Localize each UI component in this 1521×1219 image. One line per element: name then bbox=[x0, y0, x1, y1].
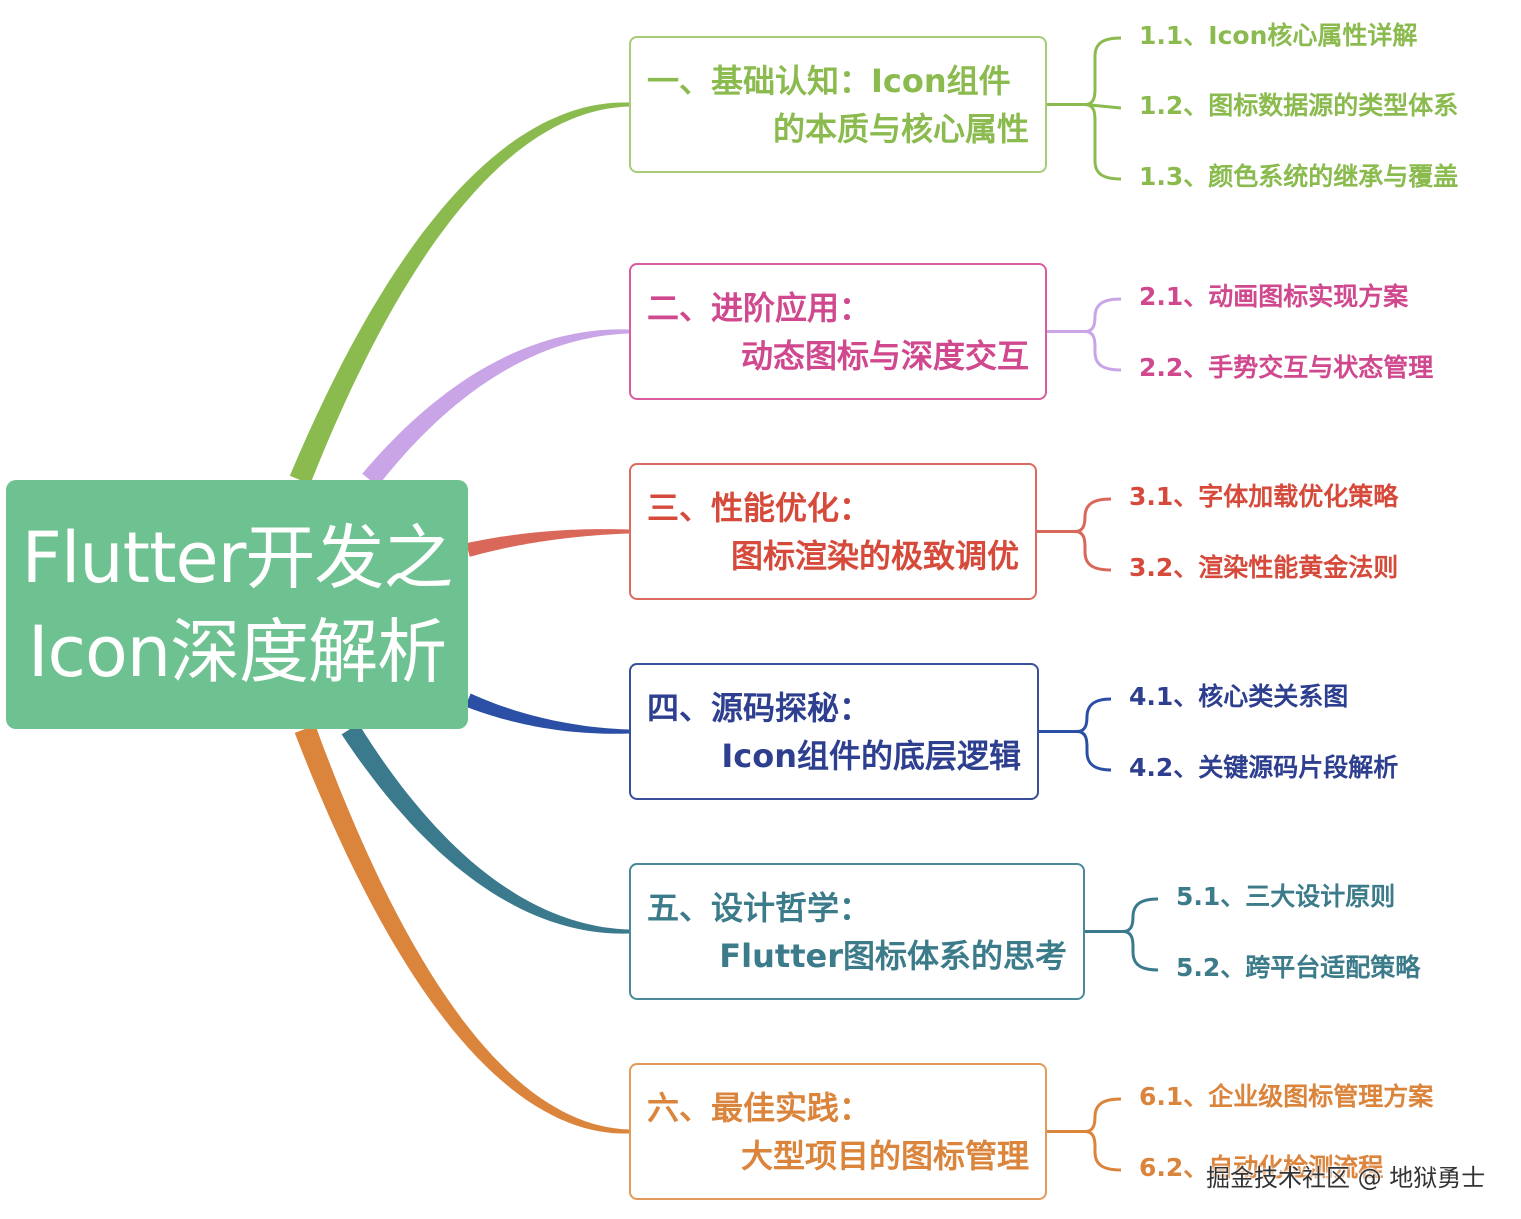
branch-title-line1: 一、基础认知：Icon组件 bbox=[647, 61, 1011, 100]
bracket-arm-2-1 bbox=[1084, 297, 1122, 333]
root-connector-6 bbox=[294, 725, 629, 1134]
bracket-arm-2-2 bbox=[1084, 330, 1122, 372]
leaf-node-2-2[interactable]: 2.2、手势交互与状态管理 bbox=[1139, 353, 1434, 382]
bracket-arm-6-2 bbox=[1084, 1130, 1122, 1172]
root-connector-2 bbox=[362, 329, 629, 487]
branch-node-6[interactable]: 六、最佳实践： 大型项目的图标管理 bbox=[629, 1063, 1047, 1200]
branch-node-3[interactable]: 三、性能优化： 图标渲染的极致调优 bbox=[629, 463, 1037, 600]
root-title-line1: Flutter开发之 bbox=[21, 516, 454, 599]
leaf-node-3-2[interactable]: 3.2、渲染性能黄金法则 bbox=[1129, 553, 1399, 582]
bracket-arm-3-1 bbox=[1074, 497, 1112, 533]
watermark: 掘金技术社区 @ 地狱勇士 bbox=[1206, 1164, 1486, 1192]
leaf-node-3-1[interactable]: 3.1、字体加载优化策略 bbox=[1129, 482, 1399, 511]
bracket-arm-3-2 bbox=[1074, 530, 1112, 572]
leaf-node-4-1[interactable]: 4.1、核心类关系图 bbox=[1129, 682, 1349, 711]
leaf-node-1-3[interactable]: 1.3、颜色系统的继承与覆盖 bbox=[1139, 162, 1459, 191]
branch-title-line1: 六、最佳实践： bbox=[647, 1088, 872, 1127]
branch-title-line2: Icon组件的底层逻辑 bbox=[721, 736, 1021, 775]
leaf-node-1-1[interactable]: 1.1、Icon核心属性详解 bbox=[1139, 21, 1418, 50]
bracket-arm-4-1 bbox=[1076, 697, 1112, 733]
branch-node-4[interactable]: 四、源码探秘： Icon组件的底层逻辑 bbox=[629, 663, 1039, 800]
bracket-arm-1-1 bbox=[1084, 36, 1122, 106]
root-node[interactable]: Flutter开发之 Icon深度解析 bbox=[6, 480, 468, 729]
branch-title-line1: 五、设计哲学： bbox=[647, 888, 872, 927]
root-connector-4 bbox=[465, 693, 629, 734]
branch-node-1[interactable]: 一、基础认知：Icon组件的本质与核心属性 bbox=[629, 36, 1047, 173]
branch-title-line2: 的本质与核心属性 bbox=[772, 109, 1029, 148]
root-connector-5 bbox=[341, 723, 629, 934]
leaf-node-6-1[interactable]: 6.1、企业级图标管理方案 bbox=[1139, 1082, 1434, 1111]
branch-title-line2: 动态图标与深度交互 bbox=[740, 336, 1029, 375]
leaf-node-5-1[interactable]: 5.1、三大设计原则 bbox=[1176, 882, 1396, 911]
bracket-arm-5-2 bbox=[1122, 930, 1159, 972]
bracket-arm-6-1 bbox=[1084, 1097, 1122, 1133]
root-connector-1 bbox=[289, 102, 629, 485]
bracket-arm-1-3 bbox=[1084, 103, 1122, 181]
branch-node-2[interactable]: 二、进阶应用： 动态图标与深度交互 bbox=[629, 263, 1047, 400]
bracket-arm-5-1 bbox=[1122, 897, 1159, 933]
leaf-node-2-1[interactable]: 2.1、动画图标实现方案 bbox=[1139, 282, 1409, 311]
branch-title-line2: 大型项目的图标管理 bbox=[740, 1136, 1029, 1175]
branch-title-line1: 二、进阶应用： bbox=[647, 288, 872, 327]
root-connector-3 bbox=[466, 529, 629, 557]
branch-title-line1: 四、源码探秘： bbox=[647, 688, 872, 727]
bracket-arm-4-2 bbox=[1076, 730, 1112, 772]
branch-node-5[interactable]: 五、设计哲学： Flutter图标体系的思考 bbox=[629, 863, 1085, 1000]
branch-title-line2: 图标渲染的极致调优 bbox=[730, 536, 1019, 575]
leaf-node-1-2[interactable]: 1.2、图标数据源的类型体系 bbox=[1139, 91, 1459, 120]
leaf-node-5-2[interactable]: 5.2、跨平台适配策略 bbox=[1176, 953, 1421, 982]
leaf-node-6-2[interactable]: 6.2、自动化检测流程 bbox=[1139, 1153, 1384, 1182]
root-title-line2: Icon深度解析 bbox=[27, 610, 447, 693]
branch-title-line2: Flutter图标体系的思考 bbox=[719, 936, 1067, 975]
leaf-node-4-2[interactable]: 4.2、关键源码片段解析 bbox=[1129, 753, 1399, 782]
branch-title-line1: 三、性能优化： bbox=[647, 488, 872, 527]
